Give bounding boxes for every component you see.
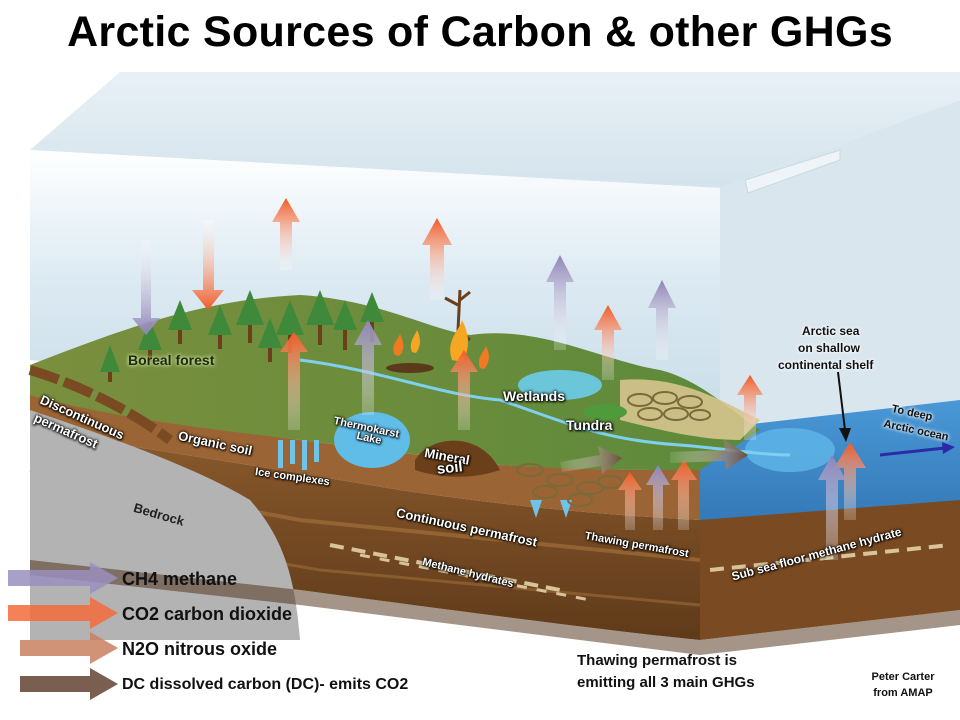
co2-up-arrow <box>272 198 300 270</box>
note-line-2: emitting all 3 main GHGs <box>577 674 755 691</box>
atmosphere-top <box>30 72 960 188</box>
label-boreal-forest: Boreal forest <box>128 352 215 368</box>
mineral-soil-mound <box>415 440 500 477</box>
legend-arrows <box>8 562 118 700</box>
label-tundra: Tundra <box>566 417 613 433</box>
label-arctic-sea-3: continental shelf <box>778 358 874 372</box>
ch4-up-arrow <box>646 465 670 530</box>
label-arctic-sea-1: Arctic sea <box>802 324 860 338</box>
legend-item-dc: DC dissolved carbon (DC)- emits CO2 <box>0 670 460 700</box>
legend-ch4-arrow <box>8 562 118 594</box>
co2-up-arrow <box>594 305 622 380</box>
co2-up-arrow <box>450 350 478 430</box>
ch4-down-arrow <box>132 240 160 335</box>
credit-line-2: from AMAP <box>873 687 933 699</box>
label-wetlands: Wetlands <box>503 388 565 404</box>
note-line-1: Thawing permafrost is <box>577 652 738 669</box>
co2-up-arrow <box>671 460 697 530</box>
ghg-arrows <box>132 198 955 560</box>
legend-dc-arrow <box>20 668 118 700</box>
co2-up-arrow <box>422 218 452 300</box>
ice-complexes <box>278 440 572 518</box>
label-arctic-sea-2: on shallow <box>798 341 861 355</box>
wetlands-pond <box>518 370 602 400</box>
thermokarst-lake <box>334 412 410 468</box>
boreal-trees <box>100 290 384 382</box>
legend-item-ch4: CH4 methane <box>0 565 460 595</box>
page-title: Arctic Sources of Carbon & other GHGs <box>67 8 893 56</box>
atmosphere-side <box>720 100 960 440</box>
legend-label: CO2 carbon dioxide <box>122 604 293 624</box>
legend-label: DC dissolved carbon (DC)- emits CO2 <box>122 676 409 693</box>
ch4-up-arrow <box>546 255 574 350</box>
co2-up-arrow <box>834 442 866 520</box>
ch4-up-arrow <box>818 455 846 560</box>
co2-down-arrow <box>192 220 224 310</box>
legend-label: N2O nitrous oxide <box>122 639 278 659</box>
dc-arrow <box>560 446 622 474</box>
dc-arrow <box>670 440 748 470</box>
legend-co2-arrow <box>8 597 118 629</box>
tundra-polygons <box>516 391 711 507</box>
co2-up-arrow <box>737 375 763 440</box>
co2-up-arrow <box>618 472 642 530</box>
label-mineral-soil-2: soil <box>436 458 464 478</box>
legend-label: CH4 methane <box>122 569 238 589</box>
legend-n2o-arrow <box>20 632 118 664</box>
seafloor-layer <box>700 500 960 640</box>
wildfire <box>386 289 489 373</box>
legend-item-co2: CO2 carbon dioxide <box>0 600 460 630</box>
co2-up-arrow <box>280 332 308 430</box>
ch4-up-arrow <box>354 320 382 415</box>
ch4-up-arrow <box>648 280 676 360</box>
credit-line-1: Peter Carter <box>871 671 935 683</box>
legend-item-n2o: N2O nitrous oxide <box>0 635 460 665</box>
